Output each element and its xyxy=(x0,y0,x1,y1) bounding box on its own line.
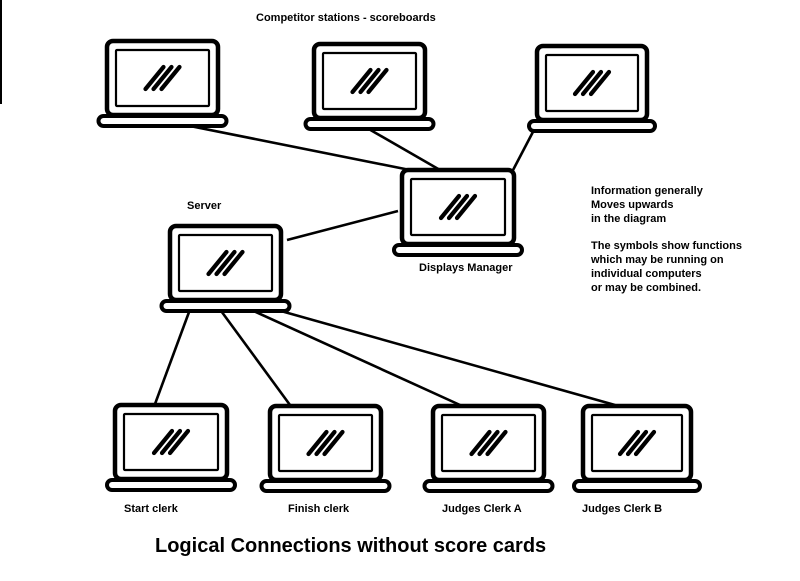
symbols-note-line: or may be combined. xyxy=(591,282,702,294)
server-laptop-icon xyxy=(159,223,292,313)
competitor-1-laptop-icon xyxy=(96,38,229,128)
finish-clerk-laptop-icon xyxy=(259,403,392,493)
server-label: Server xyxy=(187,200,222,212)
symbols-note-line: The symbols show functions xyxy=(591,240,742,252)
connection-line xyxy=(366,126,441,172)
information-note-line: Information generally xyxy=(591,185,703,197)
judges-clerk-b-label: Judges Clerk B xyxy=(582,503,663,515)
connection-line xyxy=(510,127,537,173)
judges-clerk-b-laptop-icon xyxy=(572,403,702,493)
diagram-title: Logical Connections without score cards xyxy=(155,535,547,557)
left-edge-bar xyxy=(0,0,2,104)
computer-nodes xyxy=(96,38,702,493)
information-note: Information generally Moves upwards in t… xyxy=(591,184,703,226)
connection-line xyxy=(214,303,292,406)
competitor-2-laptop-icon xyxy=(303,41,436,131)
displays-manager-laptop-icon xyxy=(392,167,524,257)
competitor-stations-label: Competitor stations - scoreboards xyxy=(256,12,436,24)
connection-lines xyxy=(153,120,616,407)
start-clerk-laptop-icon xyxy=(105,402,237,492)
judges-clerk-a-laptop-icon xyxy=(422,403,555,493)
connection-line xyxy=(153,303,194,405)
connection-line xyxy=(169,120,421,174)
information-note-line: in the diagram xyxy=(591,213,667,225)
connection-line xyxy=(246,306,461,407)
connection-line xyxy=(255,302,616,407)
connection-line xyxy=(286,209,399,242)
symbols-note-line: which may be running on xyxy=(591,254,724,266)
competitor-3-laptop-icon xyxy=(527,43,657,133)
displays-manager-label: Displays Manager xyxy=(419,262,513,274)
symbols-note-line: individual computers xyxy=(591,268,702,280)
finish-clerk-label: Finish clerk xyxy=(288,503,350,515)
start-clerk-label: Start clerk xyxy=(124,503,178,515)
judges-clerk-a-label: Judges Clerk A xyxy=(442,503,522,515)
information-note-line: Moves upwards xyxy=(591,199,674,211)
symbols-note: The symbols show functions which may be … xyxy=(591,239,742,295)
